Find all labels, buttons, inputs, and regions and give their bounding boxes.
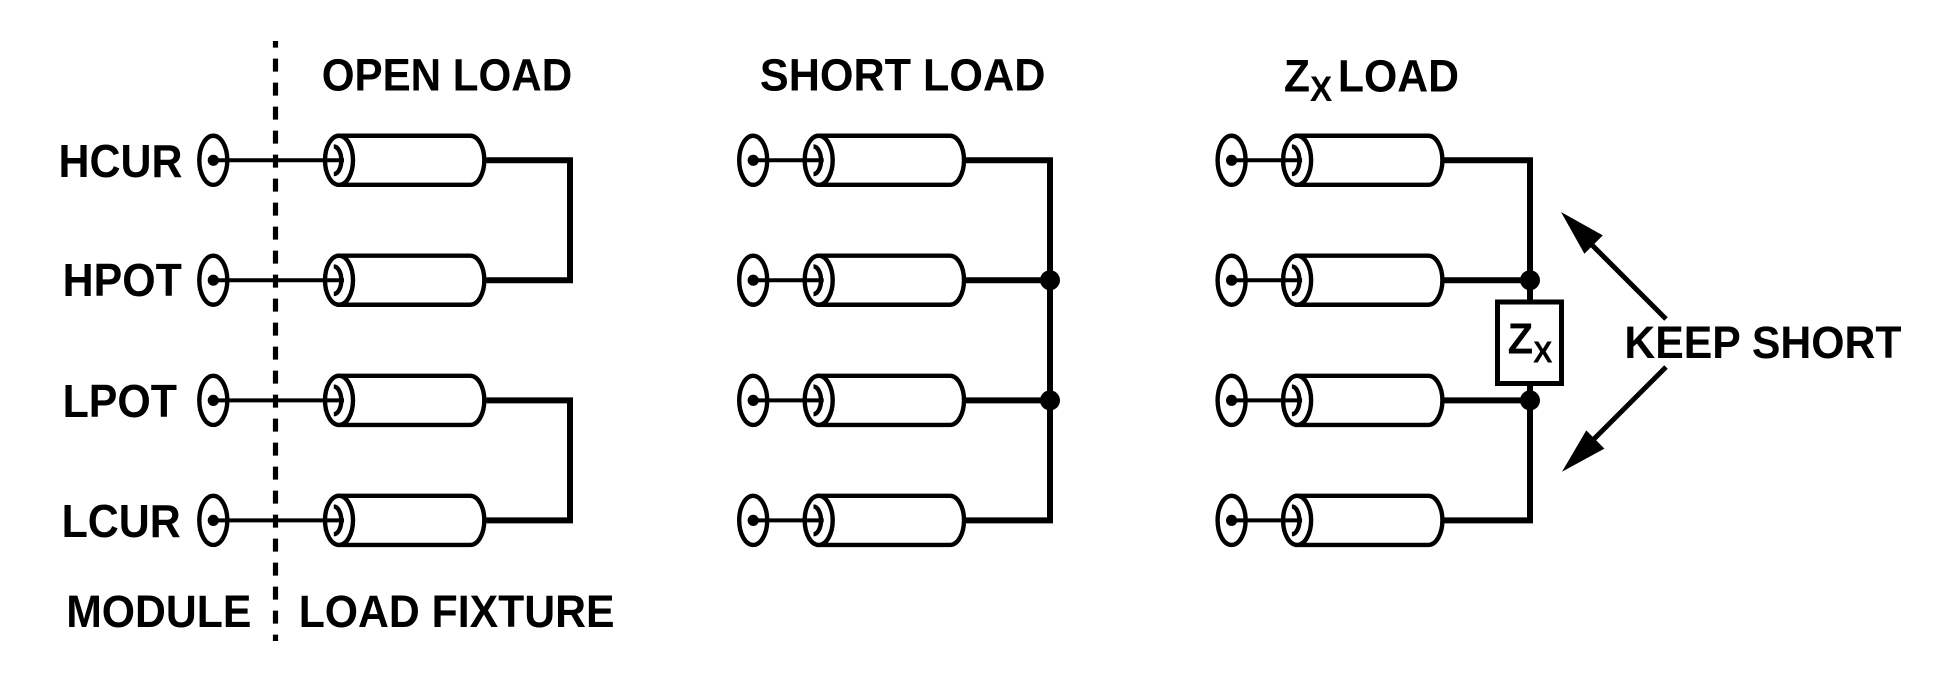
svg-text:LPOT: LPOT: [63, 377, 177, 428]
svg-text:LOAD FIXTURE: LOAD FIXTURE: [299, 587, 615, 637]
svg-text:SHORT LOAD: SHORT LOAD: [760, 51, 1045, 101]
svg-text:X: X: [1310, 70, 1332, 109]
svg-text:KEEP SHORT: KEEP SHORT: [1624, 318, 1901, 368]
svg-text:LCUR: LCUR: [62, 496, 181, 547]
svg-text:Z: Z: [1284, 52, 1310, 102]
svg-text:Z: Z: [1508, 315, 1534, 364]
svg-text:HCUR: HCUR: [59, 137, 183, 188]
svg-text:HPOT: HPOT: [63, 255, 182, 306]
svg-text:LOAD: LOAD: [1338, 52, 1459, 102]
svg-text:OPEN LOAD: OPEN LOAD: [322, 51, 572, 101]
svg-text:MODULE: MODULE: [66, 587, 251, 637]
svg-text:X: X: [1533, 336, 1553, 370]
